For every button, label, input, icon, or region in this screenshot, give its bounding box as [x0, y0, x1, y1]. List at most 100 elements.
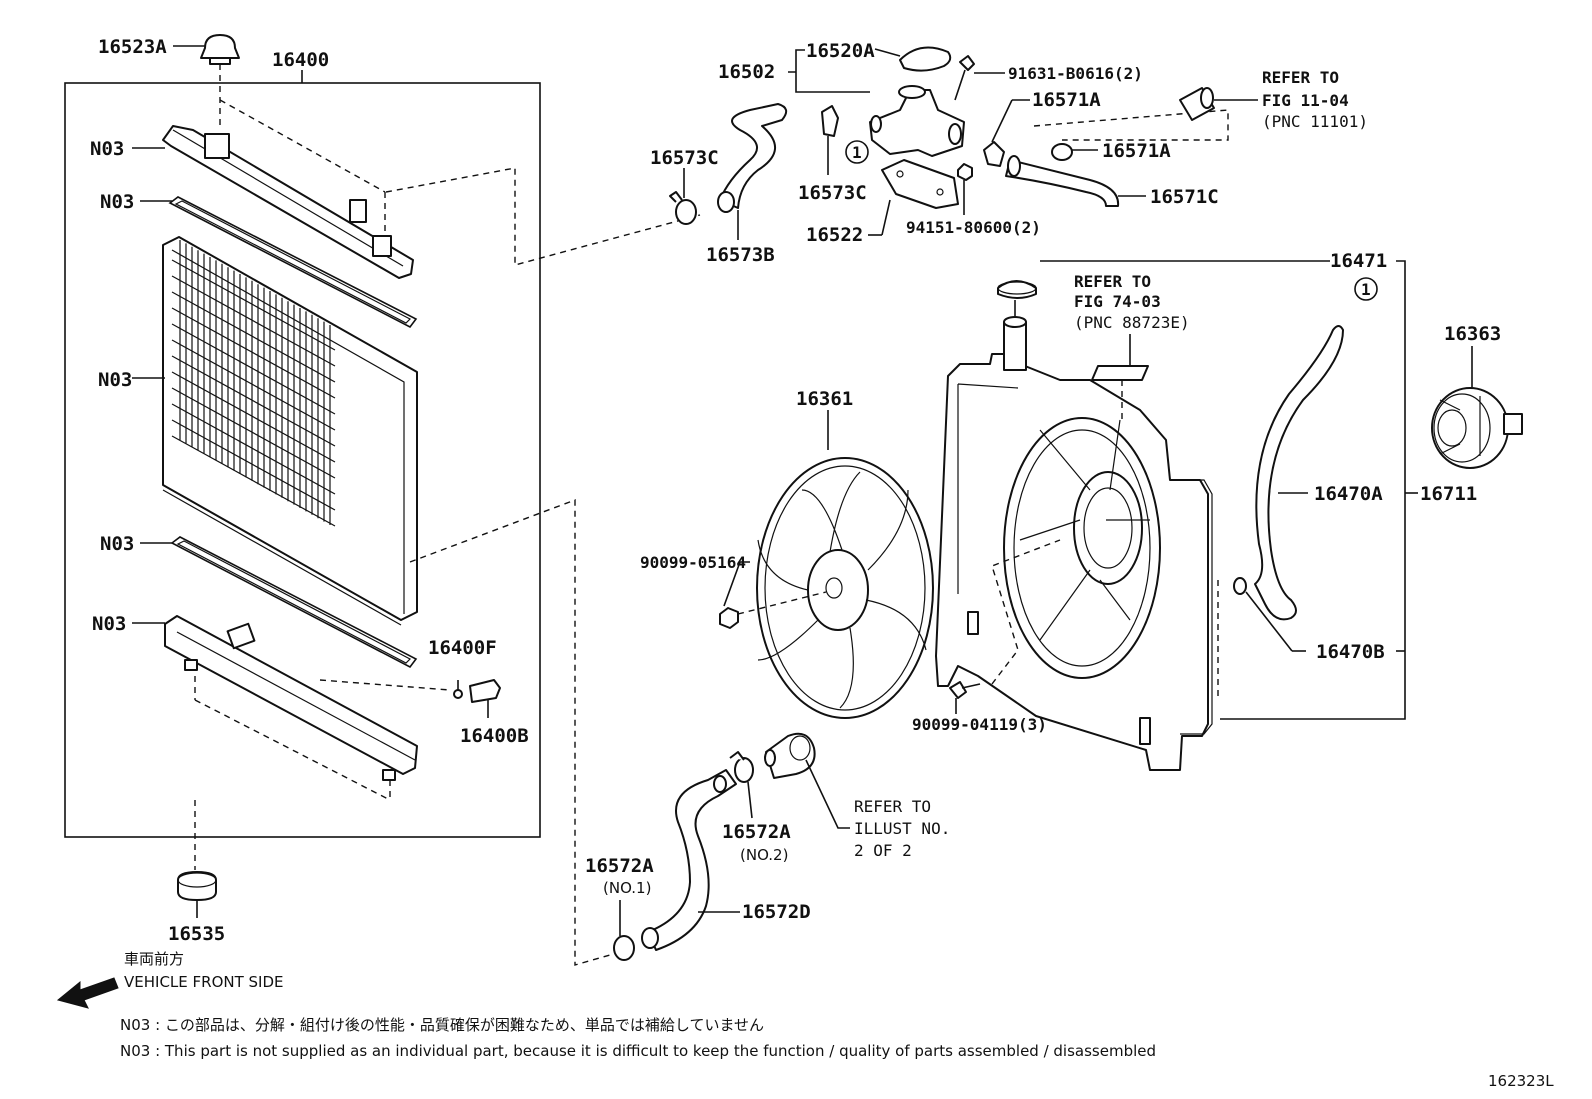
label-16361: 16361: [796, 388, 853, 410]
nut-94151: [957, 163, 973, 215]
core-tube-line: [171, 387, 336, 479]
upper-gasket: [168, 196, 418, 329]
shroud-bolt: [949, 539, 1061, 714]
radiator-leaders: [132, 45, 205, 624]
label-16520A: 16520A: [806, 40, 875, 62]
label-16572A-no1-sub: (NO.1): [603, 879, 651, 897]
core-tube-line: [171, 403, 336, 495]
footer: 車両前方 VEHICLE FRONT SIDE N03 : この部品は、分解・組…: [120, 950, 1554, 1090]
label-16502: 16502: [718, 61, 775, 83]
label-16522: 16522: [806, 224, 863, 246]
label-n03-2: N03: [100, 191, 134, 213]
core-tube-line: [171, 419, 336, 511]
label-16471: 16471: [1330, 250, 1387, 272]
fan-motor: [1431, 346, 1523, 469]
label-90099-04119: 90099-04119(3): [912, 715, 1047, 734]
label-n03-4: N03: [100, 533, 134, 555]
bracket-16522: [868, 159, 959, 236]
reference-circle-1b: [1354, 277, 1378, 301]
clamp-16571A-b: [1033, 109, 1229, 161]
label-16523A: 16523A: [98, 36, 167, 58]
label-16470B: 16470B: [1316, 641, 1385, 663]
callout-labels: 16523A 16400 N03 N03 N03 N03 N03 16400F …: [90, 36, 1501, 945]
label-n03-1: N03: [90, 138, 124, 160]
hose-16571C: [1005, 155, 1146, 207]
core-tube-line: [171, 291, 336, 383]
label-16571A-1: 16571A: [1032, 89, 1101, 111]
bolt-91631: [954, 55, 1005, 101]
caution-label: [1091, 365, 1149, 381]
radiator-assembly: [64, 34, 701, 966]
label-16572D: 16572D: [742, 901, 811, 923]
upper-hose-group: [669, 46, 1258, 240]
refer-notes: REFER TO FIG 11-04 (PNC 11101) REFER TO …: [854, 68, 1368, 860]
refer-1-line-3: (PNC 11101): [1262, 112, 1368, 131]
label-16571C: 16571C: [1150, 186, 1219, 208]
clamp-16571A-a: [983, 99, 1030, 167]
core-tube-line: [171, 435, 336, 527]
lower-hose-group: [613, 732, 850, 961]
refer-2-line-2: FIG 74-03: [1074, 292, 1161, 311]
core-tube-line: [171, 339, 336, 431]
label-n03-5: N03: [92, 613, 126, 635]
hose-clamp-no2: [729, 751, 754, 819]
refer-1-line-2: FIG 11-04: [1262, 91, 1349, 110]
core-tube-line: [171, 307, 336, 399]
label-16711: 16711: [1420, 483, 1477, 505]
reservoir-hose: [1233, 277, 1378, 652]
core-tube-line: [171, 259, 336, 351]
refer-2-line-1: REFER TO: [1074, 272, 1151, 291]
cooling-fan: [756, 410, 934, 719]
label-16573B: 16573B: [706, 244, 775, 266]
refer-3-line-3: 2 OF 2: [854, 841, 912, 860]
water-outlet: [869, 85, 965, 157]
lower-cushion: [177, 871, 217, 918]
front-side-jp: 車両前方: [124, 950, 184, 968]
label-16400B: 16400B: [460, 725, 529, 747]
lower-gasket: [170, 536, 418, 669]
note-jp: N03 : この部品は、分解・組付け後の性能・品質確保が困難なため、単品では補給…: [120, 1016, 764, 1034]
drain-cock: [453, 679, 501, 718]
label-16571A-2: 16571A: [1102, 140, 1171, 162]
refer-3-line-1: REFER TO: [854, 797, 931, 816]
fan-shroud: [935, 280, 1213, 771]
shroud-cap: [997, 280, 1037, 299]
label-16572A-no1: 16572A: [585, 855, 654, 877]
reference-circle-1a: [845, 140, 869, 164]
label-94151: 94151-80600(2): [906, 218, 1041, 237]
label-16572A-no2: 16572A: [722, 821, 791, 843]
label-16400F: 16400F: [428, 637, 497, 659]
radiator-cap-cushion: [200, 34, 240, 128]
label-16573C-1: 16573C: [650, 147, 719, 169]
label-16573C-2: 16573C: [798, 182, 867, 204]
circle-1b-text: 1: [1361, 280, 1371, 299]
front-side-en: VEHICLE FRONT SIDE: [124, 973, 284, 991]
fan-nut: [719, 561, 827, 629]
radiator-core: [162, 236, 418, 626]
radiator-lower-tank: [164, 615, 451, 801]
refer-1-line-1: REFER TO: [1262, 68, 1339, 87]
vehicle-front-arrow: [56, 977, 119, 1009]
refer-pipe-11101: [1179, 87, 1258, 121]
label-16572A-no2-sub: (NO.2): [740, 846, 788, 864]
label-90099-05164: 90099-05164: [640, 553, 746, 572]
hose-clamp-no1: [613, 900, 635, 961]
figure-id: 162323L: [1488, 1072, 1554, 1090]
label-16470A: 16470A: [1314, 483, 1383, 505]
radiator-upper-tank: [162, 99, 414, 279]
label-16363: 16363: [1444, 323, 1501, 345]
core-tube-line: [171, 371, 336, 463]
refer-3-line-2: ILLUST NO.: [854, 819, 950, 838]
hose-clamp-16573C: [669, 191, 697, 225]
label-16400: 16400: [272, 49, 329, 71]
label-16535: 16535: [168, 923, 225, 945]
refer-2-line-3: (PNC 88723E): [1074, 313, 1190, 332]
core-tube-line: [171, 275, 336, 367]
circle-1a-text: 1: [852, 143, 862, 162]
core-tube-line: [171, 323, 336, 415]
radiator-cap: [874, 46, 952, 72]
label-n03-3: N03: [98, 369, 132, 391]
label-91631: 91631-B0616(2): [1008, 64, 1143, 83]
core-tube-line: [171, 355, 336, 447]
